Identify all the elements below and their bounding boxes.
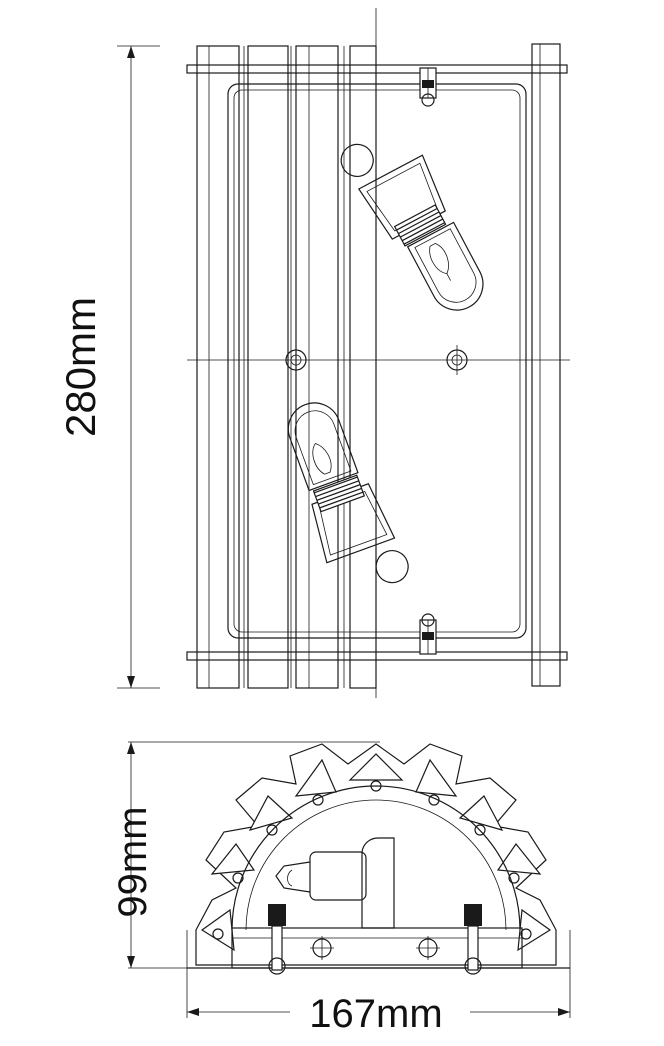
center-lines [187, 8, 570, 698]
right-bracket [531, 43, 561, 687]
side-view: 99mm 167mm [111, 741, 571, 1036]
dimension-99-line [127, 741, 380, 969]
base-bolt-icon [310, 936, 440, 960]
cooling-fins [196, 45, 377, 689]
mounting-rails [186, 64, 568, 661]
rail-screw-icon [419, 67, 437, 655]
base-plate [187, 927, 570, 969]
radial-fins [195, 743, 557, 966]
dimension-280-line [117, 45, 160, 689]
top-view: 280mm [57, 8, 570, 698]
center-bolt-icon [285, 345, 468, 375]
dimension-280-label: 280mm [57, 297, 104, 437]
side-bolt-icon [268, 904, 482, 975]
dimension-167-line [186, 930, 571, 1018]
lamp-lower [287, 402, 409, 584]
reflector-frame [227, 83, 527, 639]
dimension-167-label: 167mm [309, 992, 442, 1036]
lamp-upper [340, 143, 484, 311]
dimension-99-label: 99mm [111, 806, 155, 917]
lamp-holder-side [275, 837, 395, 929]
